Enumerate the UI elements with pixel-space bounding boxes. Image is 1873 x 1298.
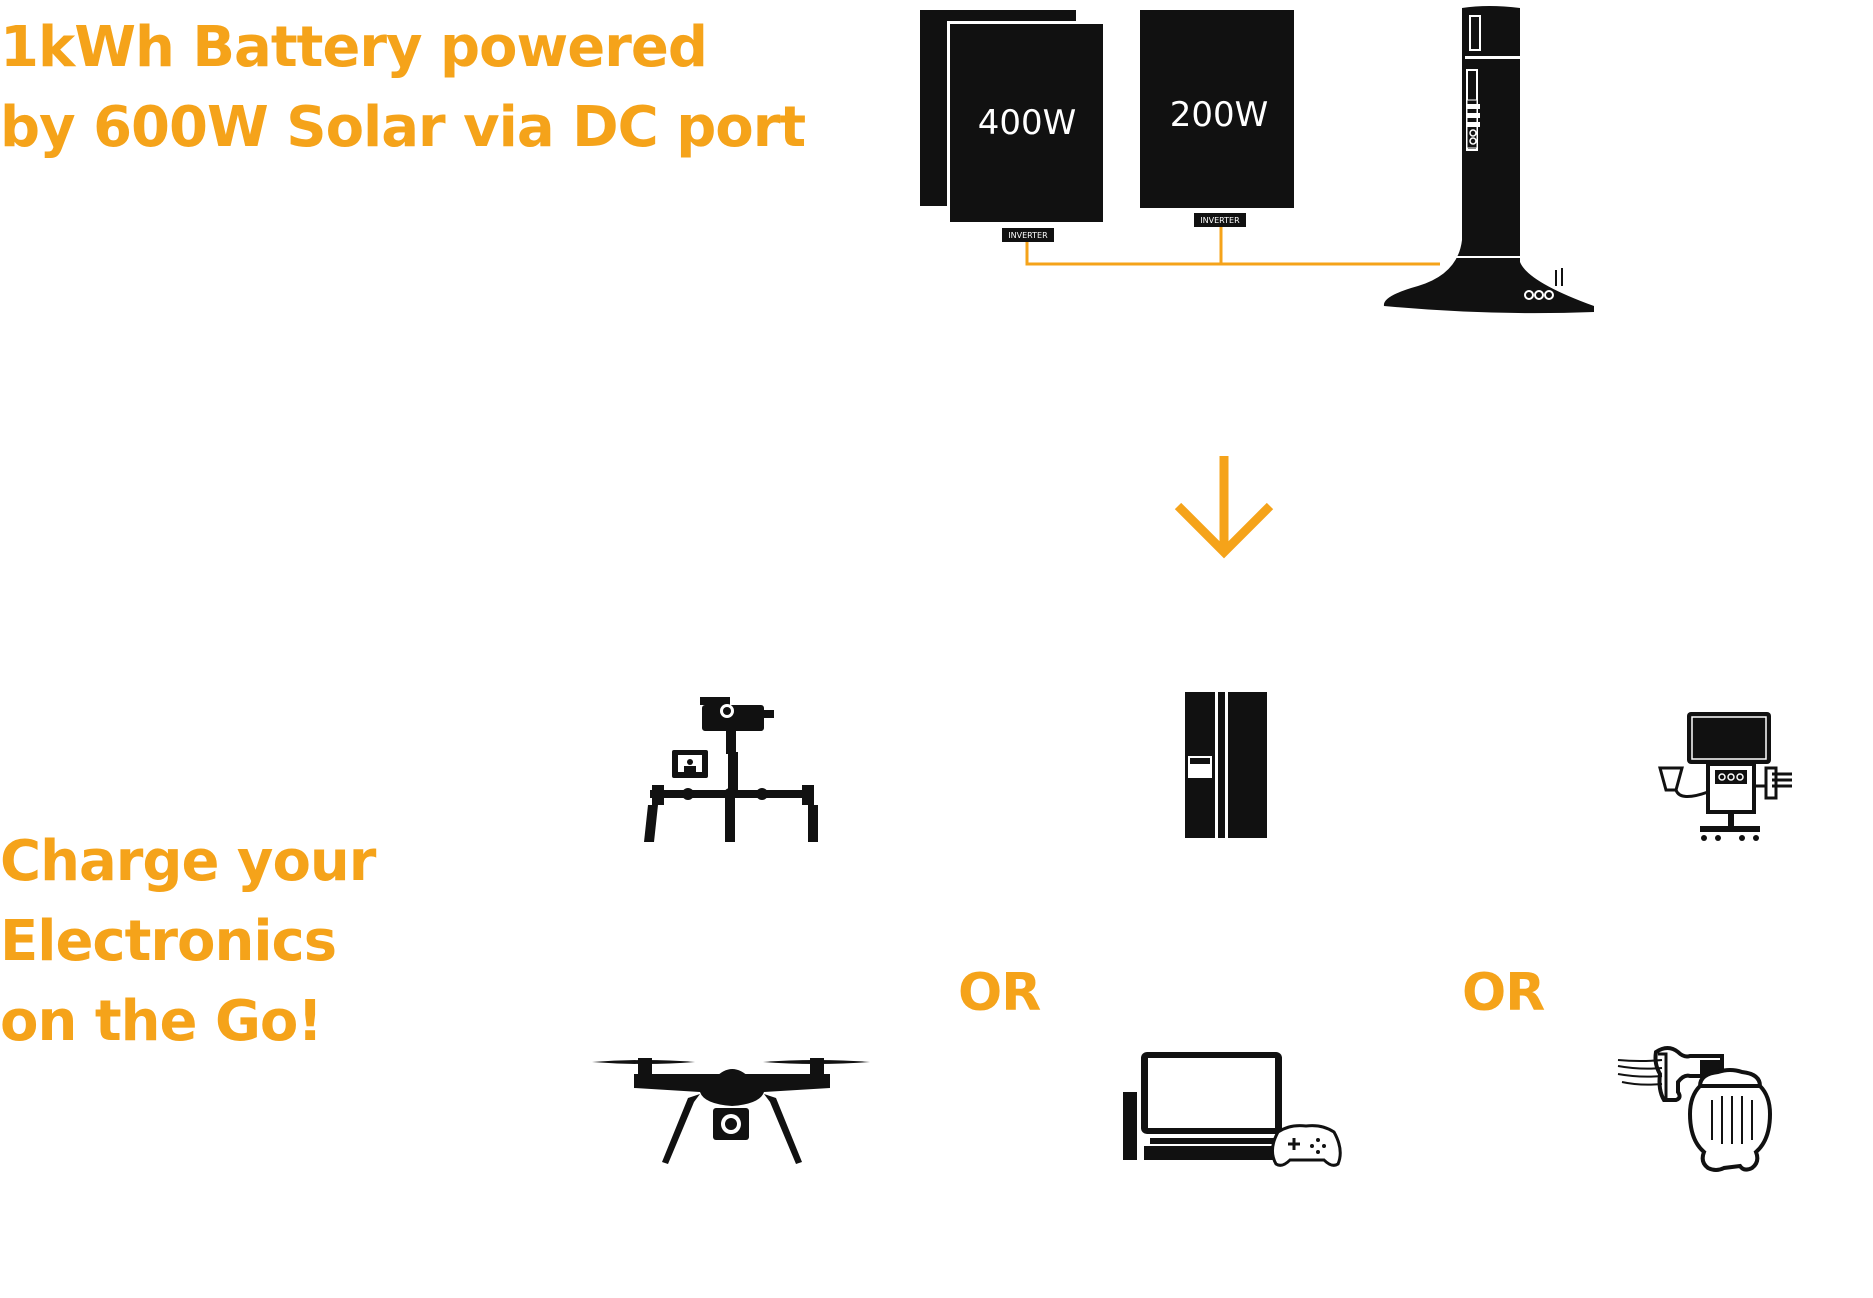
tv-console-icon [1123,1052,1342,1167]
headline-bottom-line3: on the Go! [0,989,323,1054]
headline-bottom-line1: Charge your [0,829,376,894]
headline-top: 1kWh Battery powered by 600W Solar via D… [0,8,806,168]
panel-400w-label: 400W [978,103,1077,143]
inverter-label-2: INVERTER [1200,216,1240,225]
camera-gimbal-icon [644,697,818,842]
cpap-machine-icon [1658,712,1792,841]
hair-dryer-icon [1617,1046,1773,1172]
or-label-right: OR [1462,963,1545,1023]
power-cable [1025,227,1440,266]
headline-top-line1: 1kWh Battery powered [0,15,708,80]
refrigerator-icon [1185,692,1267,838]
down-arrow-icon [1174,456,1274,559]
solar-panel-icon: 200W INVERTER [1140,10,1294,227]
solar-panel-icon: 400W INVERTER [920,10,1106,242]
headline-bottom-line2: Electronics [0,909,337,974]
battery-station-icon [1383,6,1594,314]
drone-icon [592,1058,870,1164]
headline-bottom: Charge your Electronics on the Go! [0,822,376,1062]
panel-200w-label: 200W [1170,95,1269,135]
headline-top-line2: by 600W Solar via DC port [0,95,806,160]
or-label-left: OR [958,963,1041,1023]
inverter-label-1: INVERTER [1008,231,1048,240]
